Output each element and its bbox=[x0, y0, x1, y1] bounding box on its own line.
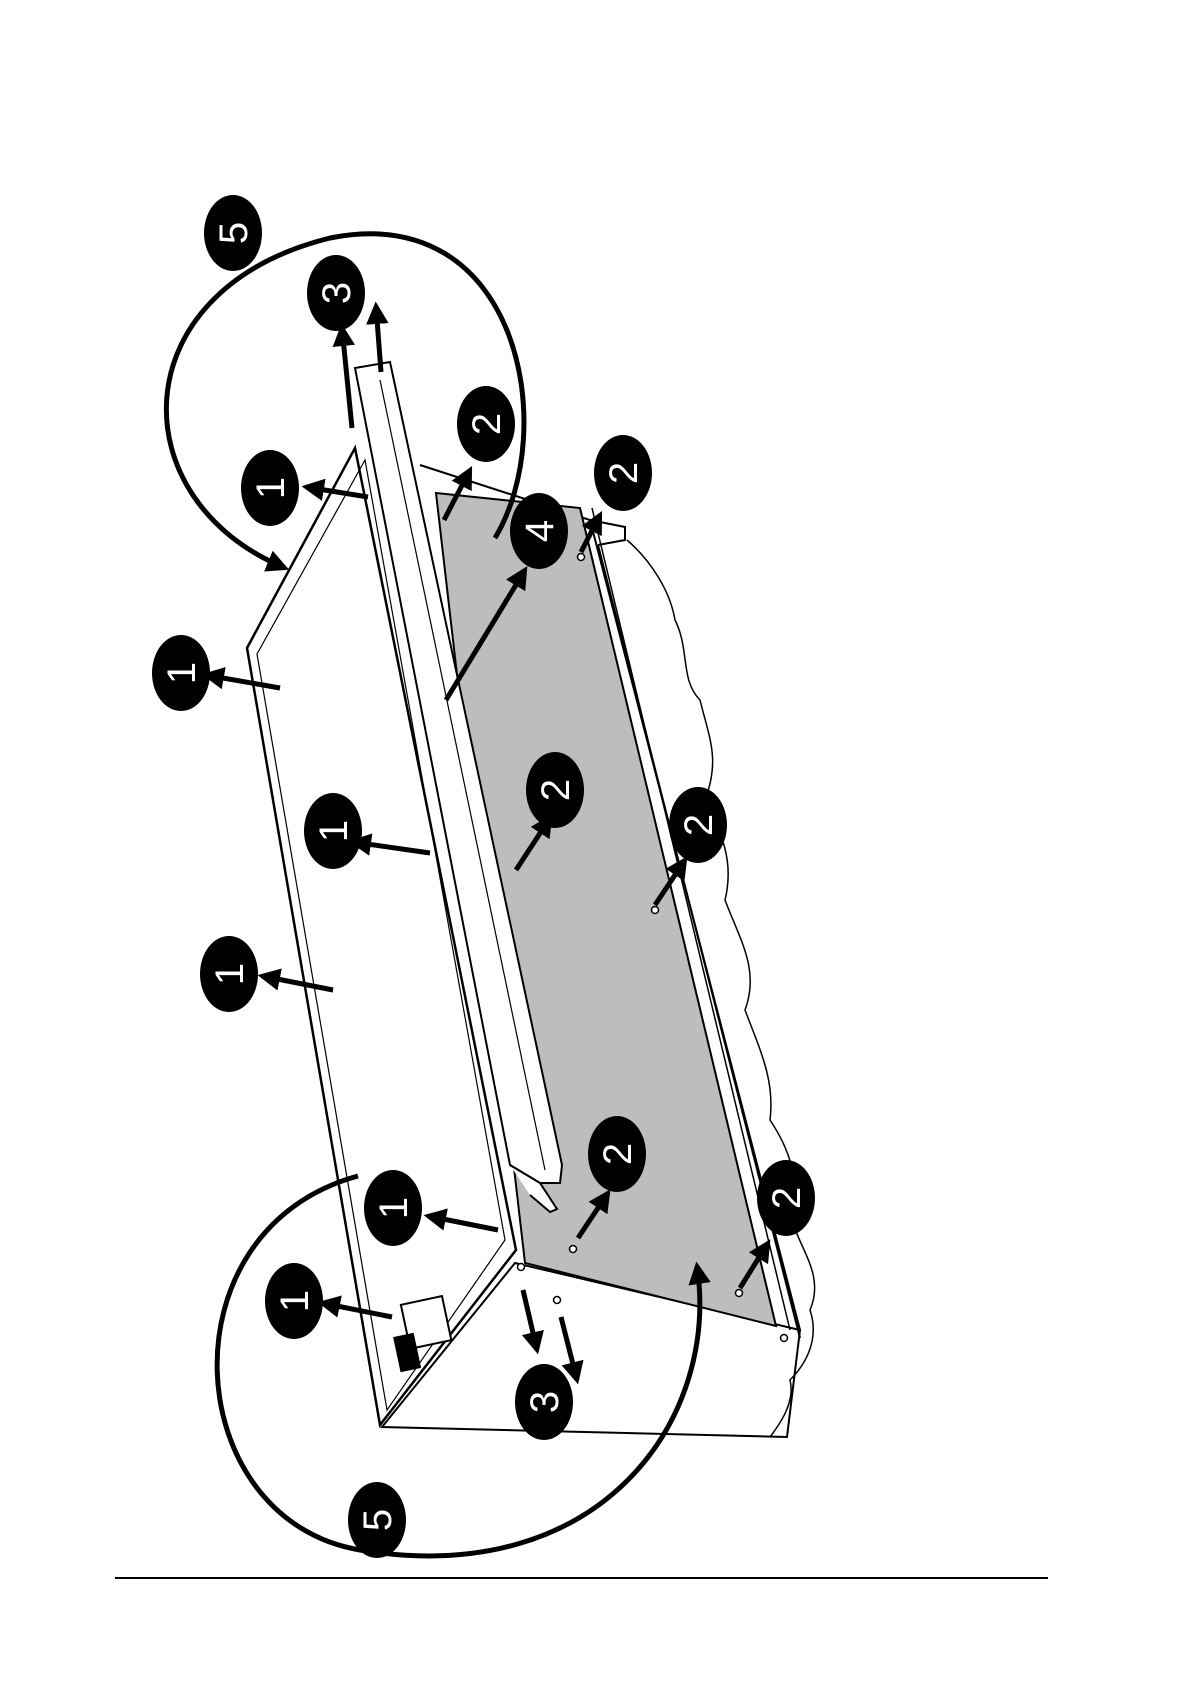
callout-number: 2 bbox=[765, 1187, 809, 1209]
callout-badge-2: 3 bbox=[307, 255, 365, 331]
callout-badge-4: 1 bbox=[241, 450, 299, 526]
callout-number: 2 bbox=[596, 1143, 640, 1165]
callout-number: 1 bbox=[273, 1290, 317, 1312]
callout-badge-13: 1 bbox=[364, 1170, 422, 1246]
callout-number: 4 bbox=[518, 520, 562, 542]
screw-hole bbox=[578, 554, 585, 561]
callout-number: 5 bbox=[356, 1509, 400, 1531]
screw-hole bbox=[652, 907, 659, 914]
screw-hole bbox=[570, 1246, 577, 1253]
callout-number: 2 bbox=[602, 462, 646, 484]
callout-badge-8: 2 bbox=[526, 752, 584, 828]
callout-badge-5: 2 bbox=[594, 435, 652, 511]
callout-badge-3: 2 bbox=[457, 386, 515, 462]
callout-number: 2 bbox=[465, 413, 509, 435]
callout-badge-7: 1 bbox=[152, 635, 210, 711]
callout-number: 1 bbox=[312, 820, 356, 842]
callout-number: 2 bbox=[534, 779, 578, 801]
callout-badge-17: 5 bbox=[348, 1482, 406, 1558]
callout-badge-6: 4 bbox=[510, 493, 568, 569]
callout-number: 1 bbox=[208, 963, 252, 985]
callout-number: 3 bbox=[315, 282, 359, 304]
callout-badge-15: 1 bbox=[265, 1263, 323, 1339]
callout-badge-1: 5 bbox=[204, 195, 262, 271]
callout-badge-16: 3 bbox=[515, 1364, 573, 1440]
callout-badge-9: 1 bbox=[304, 793, 362, 869]
callout-number: 3 bbox=[523, 1391, 567, 1413]
arrow-3-top-a bbox=[342, 328, 352, 428]
callout-badge-11: 1 bbox=[200, 936, 258, 1012]
screw-hole bbox=[518, 1264, 525, 1271]
callout-badge-12: 2 bbox=[588, 1116, 646, 1192]
callout-badge-14: 2 bbox=[757, 1160, 815, 1236]
screw-hole bbox=[781, 1335, 788, 1342]
callout-number: 1 bbox=[160, 662, 204, 684]
screw-hole bbox=[554, 1297, 561, 1304]
footer-rule bbox=[115, 1577, 1048, 1579]
callout-number: 1 bbox=[372, 1197, 416, 1219]
callout-badge-10: 2 bbox=[669, 787, 727, 863]
arrow-3-top-b bbox=[376, 306, 381, 372]
callout-number: 1 bbox=[249, 477, 293, 499]
callout-number: 5 bbox=[212, 222, 256, 244]
screw-hole bbox=[736, 1290, 743, 1297]
callout-number: 2 bbox=[677, 814, 721, 836]
